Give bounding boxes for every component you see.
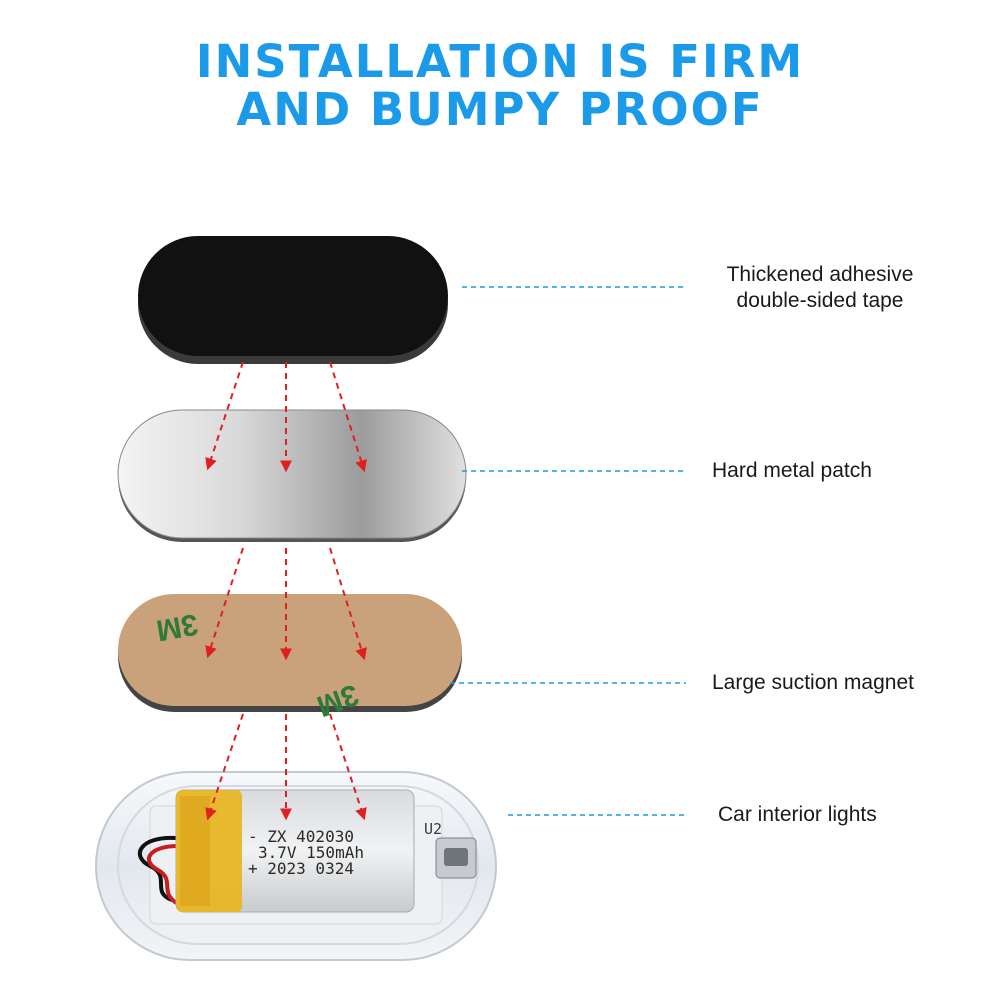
label-metal-patch-text: Hard metal patch xyxy=(712,458,972,484)
adhesive-tape-layer xyxy=(138,236,448,364)
magnet-layer: 3M 3M xyxy=(118,594,462,723)
label-metal-patch: Hard metal patch xyxy=(712,458,972,484)
label-interior-lights: Car interior lights xyxy=(718,802,978,828)
label-adhesive-tape-line-2: double-sided tape xyxy=(700,288,940,314)
label-interior-lights-text: Car interior lights xyxy=(718,802,978,828)
metal-patch-layer xyxy=(118,410,466,542)
leader-lines xyxy=(450,287,686,815)
label-adhesive-tape: Thickened adhesive double-sided tape xyxy=(700,262,940,314)
battery-label-line-3: + 2023 0324 xyxy=(248,859,354,878)
board-label: U2 xyxy=(424,820,442,838)
label-suction-magnet: Large suction magnet xyxy=(712,670,982,696)
interior-light-layer: - ZX 402030 3.7V 150mAh + 2023 0324 U2 xyxy=(96,772,496,960)
label-suction-magnet-text: Large suction magnet xyxy=(712,670,982,696)
label-adhesive-tape-line-1: Thickened adhesive xyxy=(700,262,940,288)
